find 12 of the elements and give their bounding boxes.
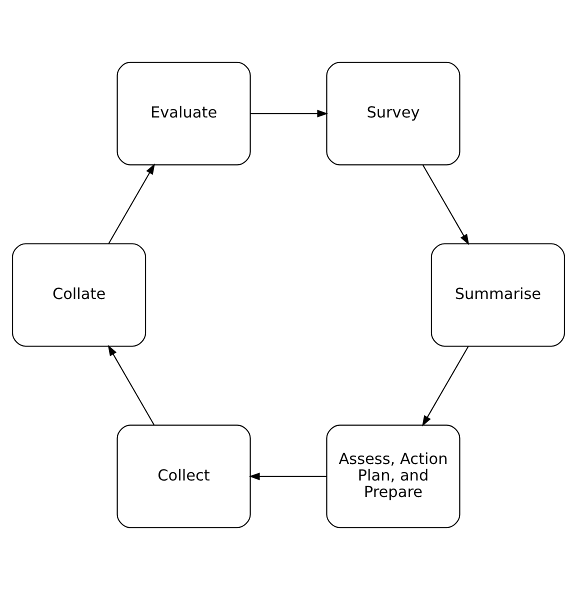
node-box: Summarise — [430, 243, 565, 347]
arrow — [422, 164, 470, 246]
arrow — [422, 346, 469, 427]
arrow — [248, 472, 327, 480]
node-box: Survey — [326, 62, 460, 166]
node-box: Collect — [116, 424, 251, 528]
node-box: Assess, Action Plan, and Prepare — [326, 424, 460, 528]
arrow — [108, 344, 154, 426]
node-box: Evaluate — [116, 62, 251, 166]
arrow — [250, 110, 328, 118]
arrow — [108, 163, 155, 244]
node-box: Collate — [12, 243, 146, 347]
